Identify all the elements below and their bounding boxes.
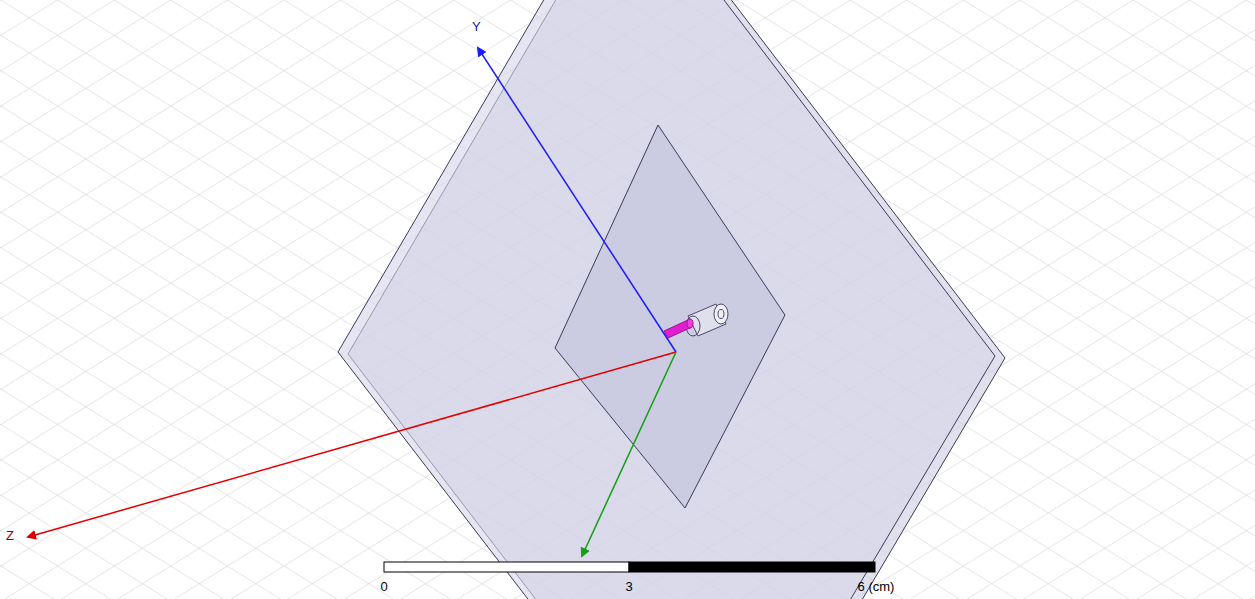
coax-feed [664,304,728,338]
scale-unit: 6 (cm) [858,580,895,593]
axis-label: Y [472,20,481,33]
scale-number: 0 [380,580,387,593]
scale-number: 3 [625,580,632,593]
axis-label: Z [6,529,14,542]
